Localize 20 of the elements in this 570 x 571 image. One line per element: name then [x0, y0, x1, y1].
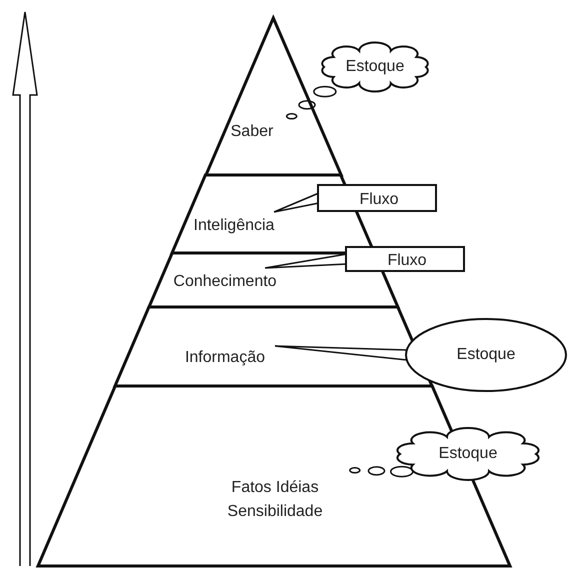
level-label: Conhecimento	[173, 272, 277, 292]
level-label: Fatos Idéias Sensibilidade	[227, 478, 323, 522]
callout-ellipse	[405, 318, 567, 392]
callout-box	[317, 184, 437, 212]
callout-box	[345, 246, 465, 272]
pyramid-level	[38, 386, 510, 566]
callout-tail	[273, 192, 320, 213]
pyramid-level	[115, 307, 432, 386]
callout-tail	[274, 345, 408, 361]
thought-cloud	[394, 430, 542, 478]
callout-label: Fluxo	[359, 190, 399, 210]
callout-label: Fluxo	[387, 251, 427, 271]
callout-label: Estoque	[456, 345, 516, 365]
level-label: Inteligência	[194, 216, 274, 236]
callout-tail	[264, 253, 348, 269]
thought-cloud	[318, 44, 432, 90]
level-label: Informação	[184, 348, 265, 368]
callout-label: Estoque	[346, 57, 404, 77]
callout-label: Estoque	[438, 444, 498, 464]
thought-bubble-tail	[349, 466, 414, 478]
